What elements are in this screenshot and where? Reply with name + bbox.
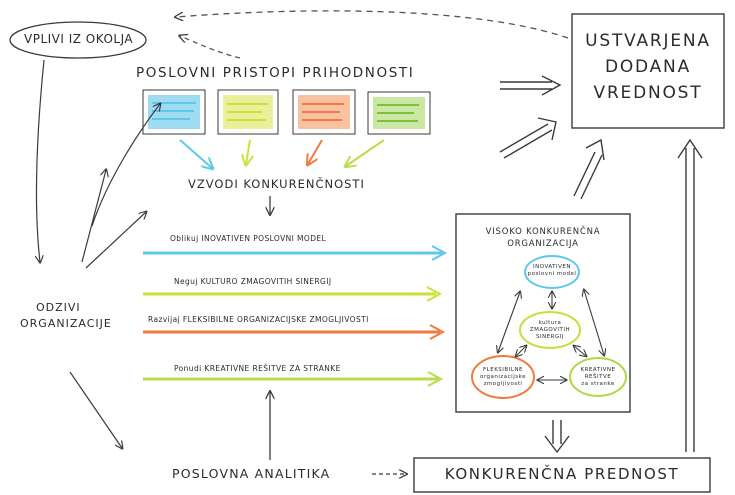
org-circle-creative-line-2: REŠITVE xyxy=(584,374,612,380)
org-circle-culture-line-3: SINERGIJ xyxy=(535,334,565,340)
approach-thumbnail-2 xyxy=(217,89,279,135)
approach-thumbnail-1 xyxy=(142,89,206,135)
org-circle-innovative-line-2: poslovni model xyxy=(527,271,577,277)
org-inner-arrows xyxy=(498,290,604,380)
org-circle-flexible-label: FLEKSIBILNE organizacijske zmogljivosti xyxy=(472,367,534,388)
hollow-arrow-org-to-advantage xyxy=(544,420,570,454)
org-circle-flexible xyxy=(471,355,535,399)
value-label: USTVARJENA DODANA VREDNOST xyxy=(572,28,724,106)
approach-thumbnail-3 xyxy=(292,89,356,135)
analytics-label: POSLOVNA ANALITIKA xyxy=(172,466,331,481)
org-circle-innovative-line-1: INOVATIVEN xyxy=(532,264,572,270)
responses-to-approaches-arrow-2 xyxy=(91,104,160,227)
approach-arrow-orange xyxy=(308,139,323,164)
hollow-arrow-approaches-to-value xyxy=(500,75,562,96)
approach-arrow-yellow xyxy=(246,139,250,164)
feedback-arrow-approaches xyxy=(180,36,241,59)
strip-2 xyxy=(143,286,443,302)
value-line-3: VREDNOST xyxy=(593,83,703,103)
org-box xyxy=(455,213,631,413)
strip-2-label: Neguj KULTURO ZMAGOVITIH SINERGIJ xyxy=(174,277,332,286)
strip-3 xyxy=(143,324,446,340)
hollow-arrow-strips-to-value xyxy=(499,117,557,159)
responses-line-1: ODZIVI xyxy=(36,301,81,314)
advantage-box xyxy=(413,457,711,493)
approach-arrow-green xyxy=(346,139,385,166)
advantage-label: KONKURENČNA PREDNOST xyxy=(444,465,680,483)
responses-line-2: ORGANIZACIJE xyxy=(20,317,112,330)
org-circle-flexible-line-3: zmogljivosti xyxy=(483,381,523,387)
org-circle-creative-line-3: za stranke xyxy=(581,381,615,387)
org-circle-innovative xyxy=(524,255,580,289)
org-box-title: VISOKO KONKURENČNA ORGANIZACIJA xyxy=(456,226,630,250)
hollow-arrow-advantage-to-value xyxy=(677,138,703,452)
hollow-arrow-org-to-value xyxy=(573,138,605,200)
strip-3-label: Razvijaj FLEKSIBILNE ORGANIZACIJSKE ZMOG… xyxy=(148,315,369,324)
value-box xyxy=(571,13,725,129)
responses-to-approaches-arrow xyxy=(81,170,106,263)
value-line-2: DODANA xyxy=(604,57,692,77)
strip-1 xyxy=(143,245,448,261)
feedback-arrow-value xyxy=(176,10,569,39)
org-circle-creative xyxy=(569,357,627,397)
responses-to-strips-arrow xyxy=(85,212,146,269)
strip-4 xyxy=(143,371,444,387)
approaches-title: POSLOVNI PRISTOPI PRIHODNOSTI xyxy=(136,65,415,81)
value-line-1: USTVARJENA xyxy=(585,31,711,51)
environment-to-responses-arrow xyxy=(37,59,45,262)
org-circle-culture-line-1: kultura xyxy=(538,320,562,326)
org-circle-flexible-line-1: FLEKSIBILNE xyxy=(483,367,523,373)
levers-title: VZVODI KONKURENČNOSTI xyxy=(188,177,365,191)
org-box-title-line-1: VISOKO KONKURENČNA xyxy=(485,227,601,237)
strip-1-label: Oblikuj INOVATIVEN POSLOVNI MODEL xyxy=(170,234,327,243)
approach-arrow-cyan xyxy=(179,139,212,168)
environment-oval xyxy=(9,21,147,59)
org-box-title-line-2: ORGANIZACIJA xyxy=(507,239,579,249)
org-circle-flexible-line-2: organizacijske xyxy=(480,374,526,380)
org-circle-innovative-label: INOVATIVEN poslovni model xyxy=(525,264,579,278)
approach-thumbnail-4 xyxy=(367,91,431,135)
org-circle-culture-label: kultura ZMAGOVITIH SINERGIJ xyxy=(520,320,580,341)
org-circle-culture-line-2: ZMAGOVITIH xyxy=(529,327,571,333)
responses-to-analytics-arrow xyxy=(69,371,122,448)
org-circle-creative-label: KREATIVNE REŠITVE za stranke xyxy=(570,367,626,388)
strip-4-label: Ponudi KREATIVNE REŠITVE ZA STRANKE xyxy=(174,364,341,373)
responses-label: ODZIVI ORGANIZACIJE xyxy=(20,300,112,332)
org-circle-creative-line-1: KREATIVNE xyxy=(580,367,616,373)
environment-label: VPLIVI IZ OKOLJA xyxy=(24,32,134,46)
